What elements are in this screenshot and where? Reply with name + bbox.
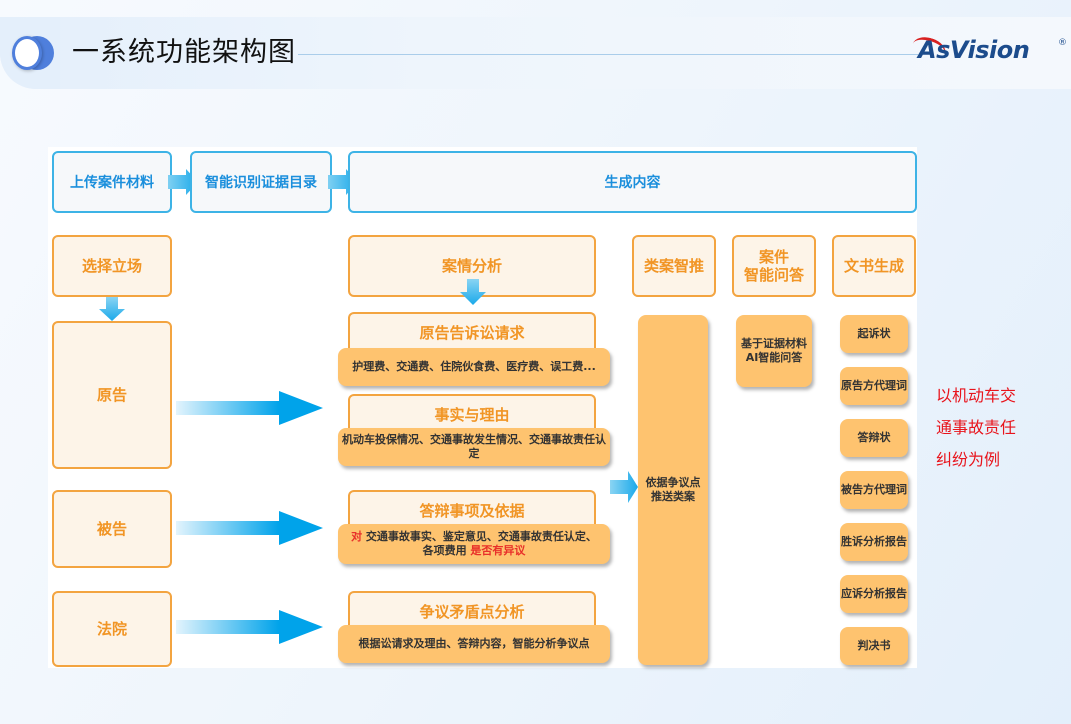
similar-cases-box: 类案智推	[632, 235, 716, 297]
document-item-label: 答辩状	[857, 431, 891, 444]
note-line: 纠纷为例	[936, 450, 1001, 469]
architecture-diagram: 上传案件材料 智能识别证据目录 生成内容 选择立场 原告 被告 法院 案情	[48, 147, 917, 668]
case-qa-label: 智能问答	[743, 266, 804, 284]
section-title: 事实与理由	[434, 406, 510, 424]
document-item: 胜诉分析报告	[840, 523, 908, 561]
similar-cases-detail: 依据争议点 推送类案	[638, 315, 708, 665]
asvision-logo: AsVision ®	[909, 33, 1067, 66]
document-item: 原告方代理词	[840, 367, 908, 405]
party-label: 法院	[96, 620, 127, 638]
registered-mark: ®	[1058, 38, 1067, 48]
section-facts-reasons: 事实与理由	[348, 394, 596, 434]
documents-box: 文书生成	[832, 235, 916, 297]
case-qa-detail: 基于证据材料 AI智能问答	[736, 315, 812, 387]
down-arrow-icon	[460, 279, 486, 305]
section-detail: 护理费、交通费、住院伙食费、医疗费、误工费...	[338, 348, 610, 386]
party-label: 原告	[96, 386, 127, 404]
document-item: 答辩状	[840, 419, 908, 457]
logo-text: AsVision	[918, 36, 1030, 64]
document-item: 被告方代理词	[840, 471, 908, 509]
section-detail-text: 根据讼请求及理由、答辩内容，智能分析争议点	[358, 637, 590, 650]
party-plaintiff: 原告	[52, 321, 172, 469]
document-item: 应诉分析报告	[840, 575, 908, 613]
document-item-label: 判决书	[857, 639, 891, 652]
section-title: 争议矛盾点分析	[419, 603, 525, 621]
right-arrow-icon	[176, 391, 323, 425]
title-divider	[298, 54, 918, 55]
right-arrow-icon	[610, 471, 638, 503]
example-note: 以机动车交 通事故责任 纠纷为例	[936, 380, 1046, 476]
party-label: 被告	[96, 520, 127, 538]
flow-step-label: 生成内容	[604, 175, 661, 191]
note-line: 通事故责任	[936, 418, 1017, 437]
right-arrow-icon	[176, 610, 323, 644]
case-qa-detail-text: 基于证据材料	[741, 337, 807, 350]
down-arrow-icon	[99, 297, 125, 321]
section-detail: 机动车投保情况、交通事故发生情况、交通事故责任认定	[338, 428, 610, 466]
similar-cases-detail-text: 依据争议点	[645, 476, 701, 489]
select-stance-label: 选择立场	[81, 257, 142, 275]
document-item-label: 起诉状	[857, 327, 891, 340]
section-defense: 答辩事项及依据	[348, 490, 596, 530]
flow-step-label: 智能识别证据目录	[205, 175, 317, 191]
section-detail-text: 机动车投保情况、交通事故发生情况、交通事故责任认定	[342, 433, 606, 460]
document-item-label: 原告方代理词	[841, 379, 907, 392]
document-item: 起诉状	[840, 315, 908, 353]
toggle-switch-icon	[12, 36, 54, 70]
documents-label: 文书生成	[843, 257, 904, 275]
section-title: 答辩事项及依据	[419, 502, 525, 520]
flow-step-upload: 上传案件材料	[52, 151, 172, 213]
case-qa-label: 案件	[758, 248, 789, 266]
section-plaintiff-claims: 原告告诉讼请求	[348, 312, 596, 352]
section-title: 原告告诉讼请求	[419, 324, 525, 342]
section-detail: 对 交通事故事实、鉴定意见、交通事故责任认定、 各项费用 是否有异议	[338, 524, 610, 564]
case-qa-detail-text: AI智能问答	[745, 351, 803, 364]
document-item-label: 被告方代理词	[841, 483, 907, 496]
flow-step-label: 上传案件材料	[70, 175, 154, 191]
similar-cases-detail-text: 推送类案	[651, 490, 695, 503]
document-item-label: 胜诉分析报告	[841, 535, 907, 548]
page-title: 一系统功能架构图	[72, 37, 296, 68]
flow-step-generate: 生成内容	[348, 151, 917, 213]
document-item-label: 应诉分析报告	[841, 587, 907, 600]
case-qa-box: 案件 智能问答	[732, 235, 816, 297]
select-stance-box: 选择立场	[52, 235, 172, 297]
section-detail-text: 各项费用	[422, 544, 471, 557]
note-line: 以机动车交	[936, 386, 1017, 405]
section-detail: 根据讼请求及理由、答辩内容，智能分析争议点	[338, 625, 610, 663]
document-item: 判决书	[840, 627, 908, 665]
right-arrow-icon	[176, 511, 323, 545]
section-detail-text: 护理费、交通费、住院伙食费、医疗费、误工费...	[352, 360, 596, 373]
section-detail-text: 交通事故事实、鉴定意见、交通事故责任认定、	[362, 530, 597, 543]
similar-cases-label: 类案智推	[643, 257, 704, 275]
highlight-text: 对	[351, 530, 363, 543]
party-court: 法院	[52, 591, 172, 667]
party-defendant: 被告	[52, 490, 172, 568]
flow-step-recognize: 智能识别证据目录	[190, 151, 332, 213]
case-analysis-label: 案情分析	[441, 257, 502, 275]
section-dispute-analysis: 争议矛盾点分析	[348, 591, 596, 631]
highlight-text: 是否有异议	[470, 544, 526, 557]
